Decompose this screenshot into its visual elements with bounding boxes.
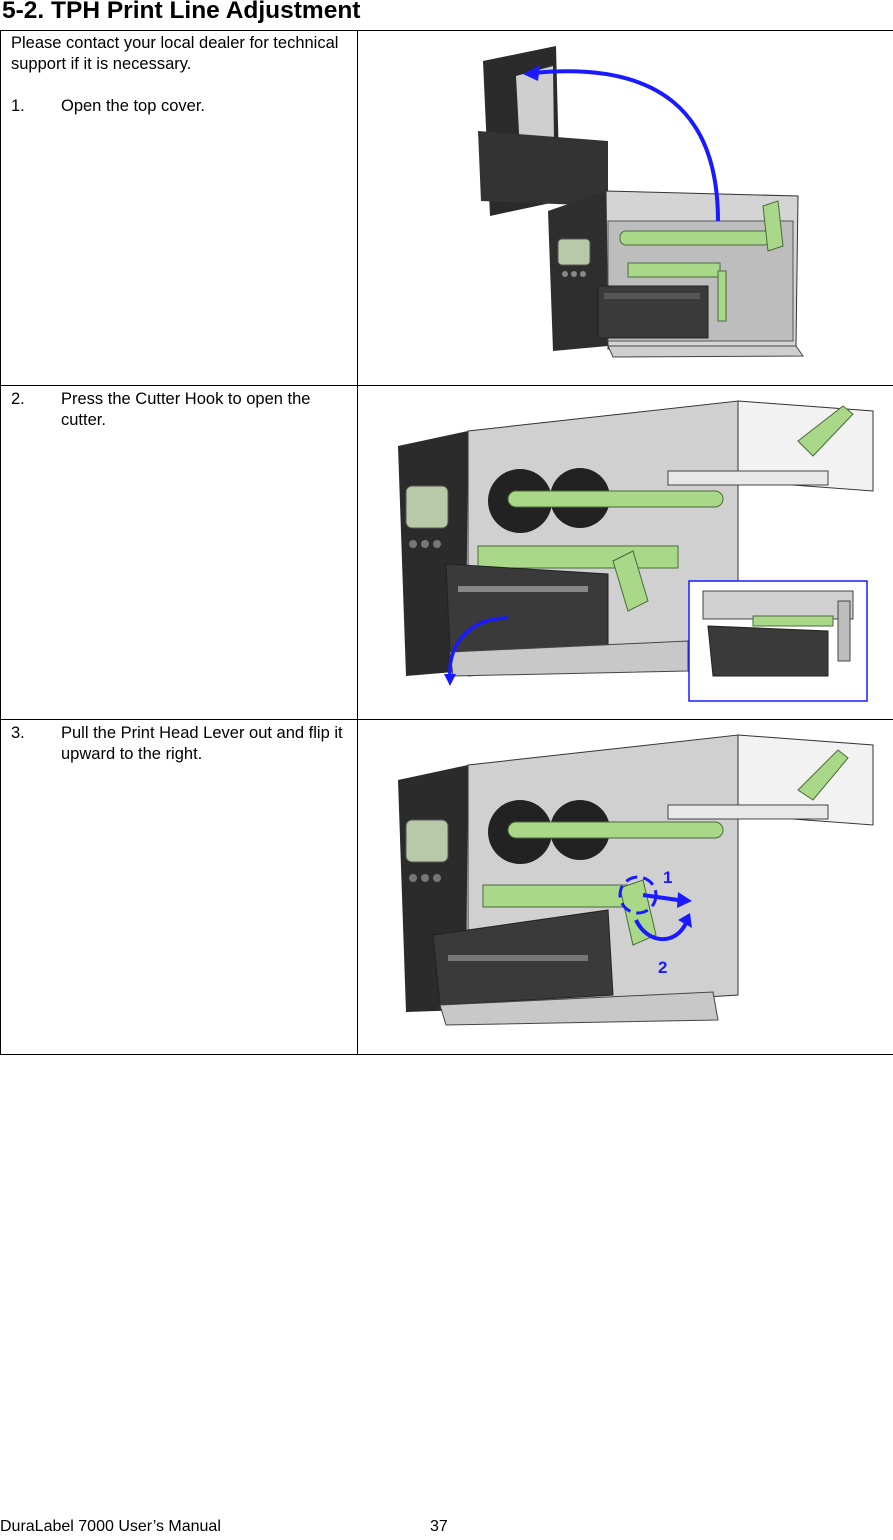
step-2-text-cell: 2. Press the Cutter Hook to open the cut… xyxy=(0,385,358,720)
press-arrow xyxy=(448,616,509,677)
printer-top-cover-open-illustration xyxy=(478,46,804,358)
step-3: 3. Pull the Print Head Lever out and fli… xyxy=(11,723,357,765)
footer-manual-name: DuraLabel 7000 User’s Manual xyxy=(0,1518,221,1535)
footer-page-number: 37 xyxy=(430,1518,448,1535)
pull-arrow xyxy=(642,893,679,902)
callout-2: 2 xyxy=(658,958,667,977)
ribbon-spindle xyxy=(507,490,724,508)
step-row-2: 2. Press the Cutter Hook to open the cut… xyxy=(0,385,893,720)
media-guide xyxy=(762,200,784,252)
lcd-display xyxy=(405,485,449,529)
ribbon-spindle xyxy=(507,821,724,839)
step-1-image-cell xyxy=(357,30,893,386)
media-guide-arm xyxy=(797,749,849,801)
step-instruction: Open the top cover. xyxy=(61,97,206,115)
step-instruction: Press the Cutter Hook to open the cutter… xyxy=(61,390,311,429)
step-3-image-cell: 1 2 xyxy=(357,719,893,1055)
step-number: 1. xyxy=(11,97,25,115)
media-guide-arm xyxy=(797,405,854,457)
step-row-1: Please contact your local dealer for tec… xyxy=(0,30,893,386)
step-2-image-cell xyxy=(357,385,893,720)
arrow-head-icon xyxy=(523,65,540,81)
step-1-text-cell: Please contact your local dealer for tec… xyxy=(0,30,358,386)
step-number: 3. xyxy=(11,724,25,742)
step-instruction: Pull the Print Head Lever out and flip i… xyxy=(61,724,343,763)
open-arrow xyxy=(532,69,720,222)
cutter-hook xyxy=(612,550,649,612)
step-2: 2. Press the Cutter Hook to open the cut… xyxy=(11,389,357,431)
arrow-head-icon xyxy=(444,674,456,686)
callout-1: 1 xyxy=(663,868,672,887)
ribbon-spindle xyxy=(619,230,771,246)
printer-head-lever-illustration: 1 2 xyxy=(398,734,874,1026)
support-note: Please contact your local dealer for tec… xyxy=(11,34,339,73)
lcd-display xyxy=(405,819,449,863)
lcd-display xyxy=(557,238,591,266)
printer-body xyxy=(548,191,608,351)
arrow-head-icon xyxy=(677,892,692,908)
step-3-text-cell: 3. Pull the Print Head Lever out and fli… xyxy=(0,719,358,1055)
arrow-head-icon xyxy=(678,913,692,928)
page-title: 5-2. TPH Print Line Adjustment xyxy=(2,0,361,24)
step-row-3: 3. Pull the Print Head Lever out and fli… xyxy=(0,719,893,1055)
step-number: 2. xyxy=(11,390,25,408)
printer-cutter-open-illustration xyxy=(398,400,874,702)
steps-table: Please contact your local dealer for tec… xyxy=(0,30,893,1055)
flip-arrow xyxy=(634,919,688,942)
cutter-module xyxy=(445,563,609,653)
step-1: 1. Open the top cover. xyxy=(11,96,357,117)
